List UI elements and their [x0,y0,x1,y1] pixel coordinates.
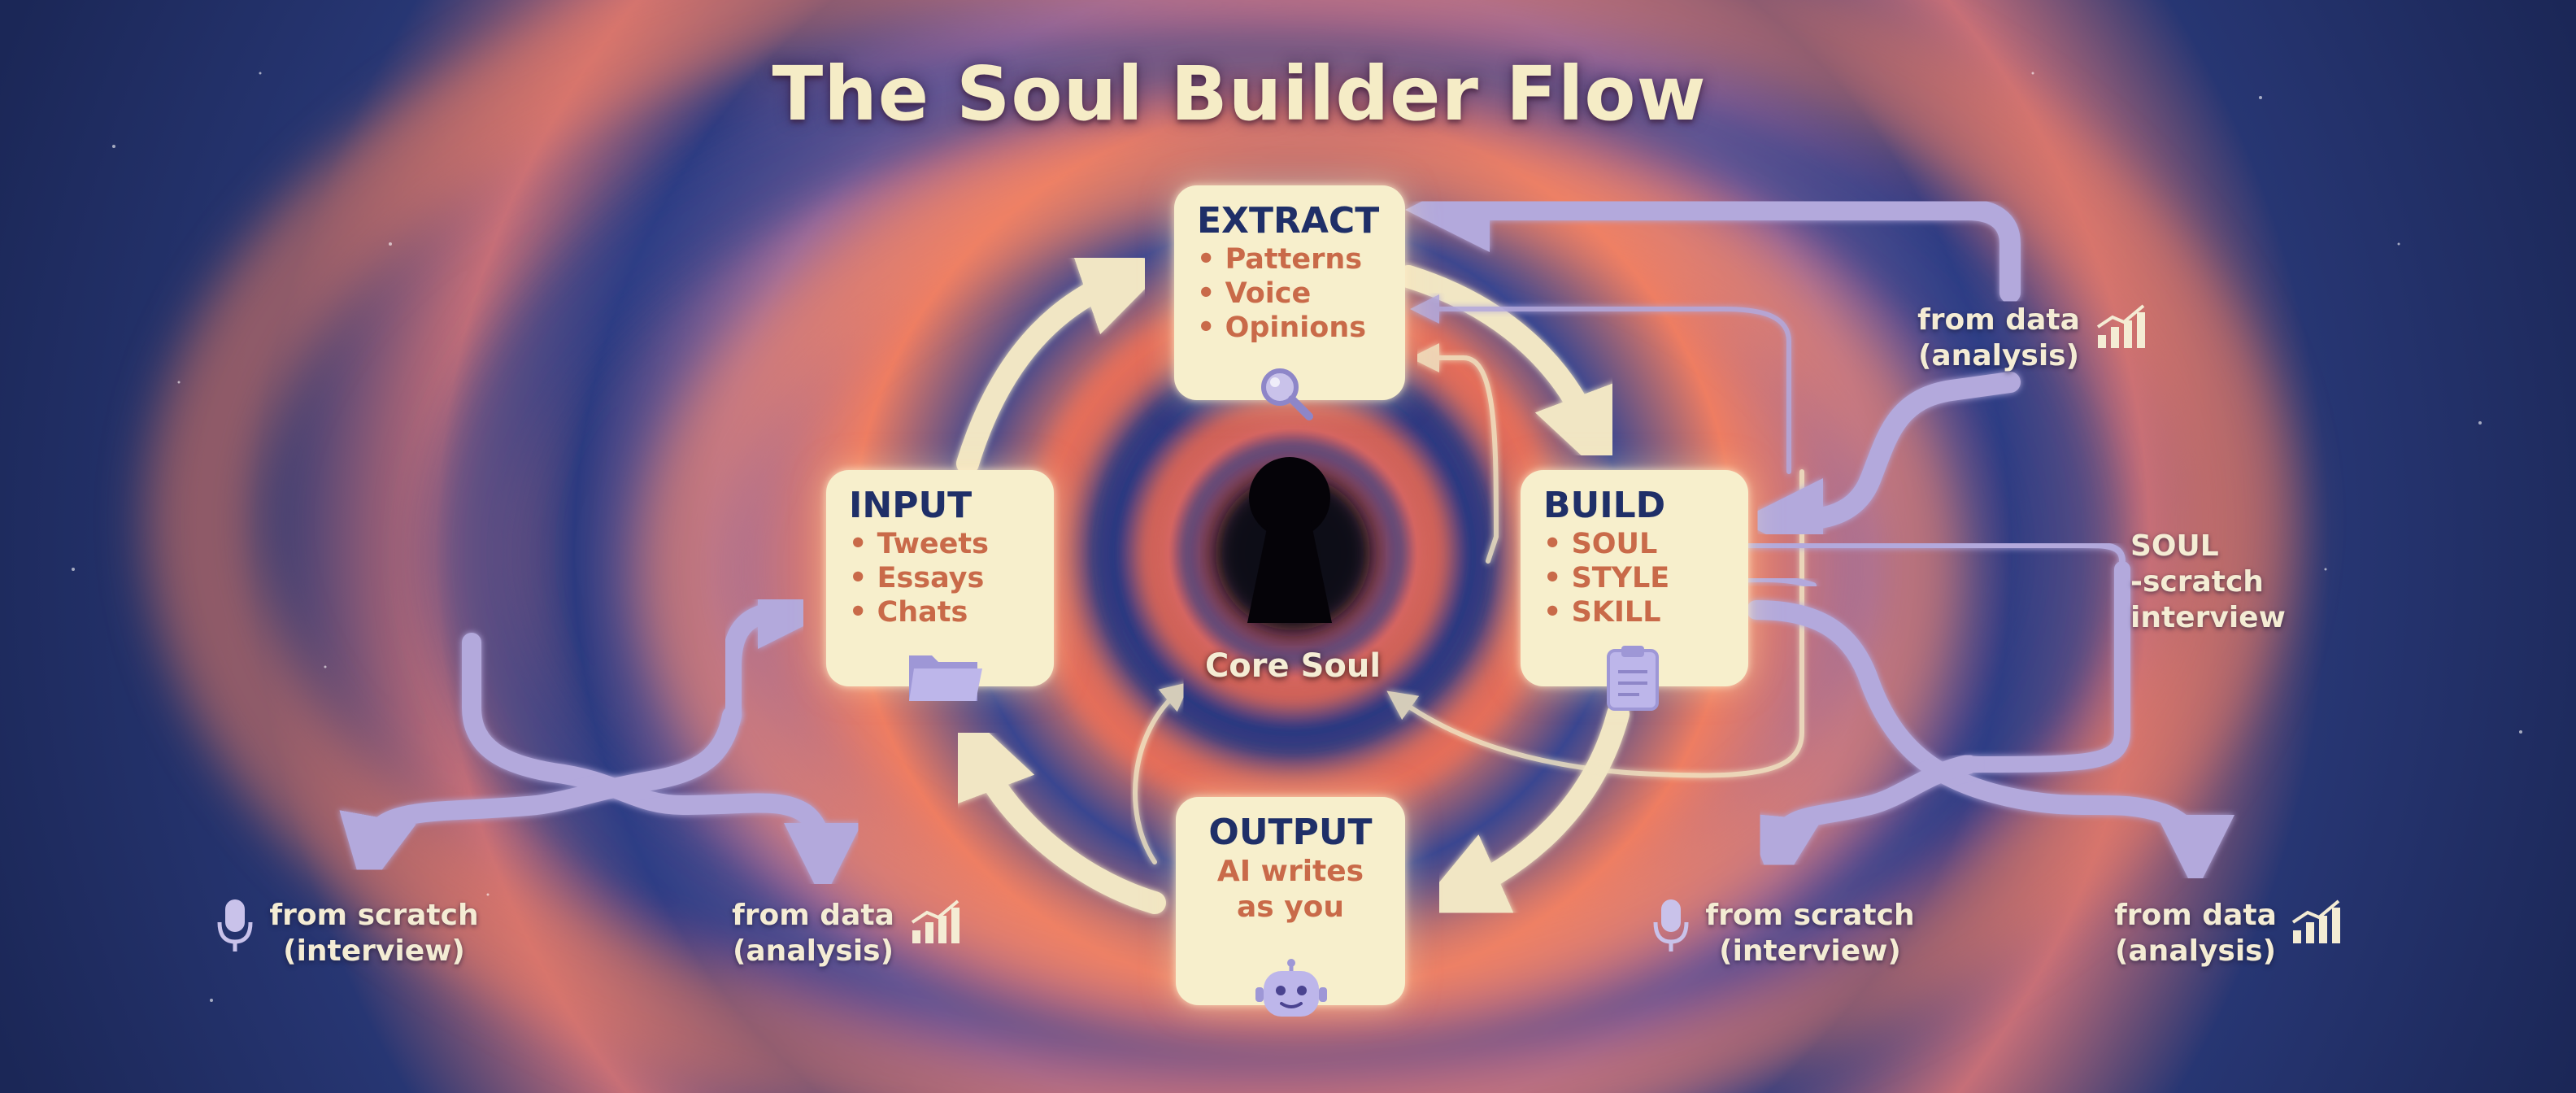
arrow-output-to-core [1133,681,1190,864]
label-line: from scratch [1705,899,1915,932]
label-line: (analysis) [732,934,894,968]
bar-chart-icon [2096,304,2145,348]
build-item: SOUL [1543,527,1730,561]
output-title: OUTPUT [1208,812,1373,853]
right-soul-label: SOUL -scratch interview [2113,529,2576,636]
output-text: AI writes [1216,855,1364,888]
extract-item: Opinions [1197,311,1387,345]
left-data-label: from data (analysis) [724,898,903,969]
extract-title: EXTRACT [1197,200,1380,242]
clipboard-icon [1607,646,1659,711]
right-scratch-label: from scratch (interview) [1704,898,1916,969]
label-line: from data [1917,303,2080,337]
output-text: as you [1236,891,1345,924]
input-title: INPUT [849,485,973,526]
folder-icon [909,655,982,701]
arrow-left-to-scratch [339,706,742,895]
label-line: -scratch [2130,565,2264,599]
bar-chart-icon [911,899,959,943]
label-line: (analysis) [2114,934,2277,968]
right-data-label: from data (analysis) [2106,898,2285,969]
core-soul-label: Core Soul [1204,647,1382,685]
extract-node: EXTRACT Patterns Voice Opinions [1174,185,1405,420]
arrow-output-to-input [949,705,1166,914]
arrow-to-right-scratch [1743,755,1978,895]
label-line: from scratch [269,899,479,932]
label-line: from data [732,899,894,932]
arrow-data-to-build [1738,372,2021,563]
arrow-build-to-extract [1410,343,1499,564]
microphone-icon [1653,899,1689,951]
build-item: SKILL [1543,595,1730,629]
arrow-input-to-extract [956,248,1172,475]
page-title: The Soul Builder Flow [772,50,1707,137]
extract-item: Patterns [1197,242,1387,277]
build-title: BUILD [1543,485,1666,526]
extract-item: Voice [1197,277,1387,311]
label-line: interview [2130,601,2286,634]
label-line: from data [2114,899,2277,932]
microphone-icon [217,899,253,951]
arrow-build-to-right-data [1747,600,2234,893]
build-item: STYLE [1543,561,1730,595]
label-line: (interview) [283,934,465,968]
top-right-data-label: from data (analysis) [1909,303,2088,374]
build-node: BUILD SOUL STYLE SKILL [1521,470,1748,711]
arrow-build-to-core [1386,469,1804,778]
left-scratch-label: from scratch (interview) [268,898,480,969]
magnifier-icon [1261,368,1313,420]
bar-chart-icon [2291,899,2340,943]
input-node: INPUT Tweets Essays Chats [826,470,1054,701]
label-line: SOUL [2130,529,2219,563]
robot-icon [1255,959,1327,1017]
input-item: Essays [849,561,1036,595]
arrow-build-to-output [1413,703,1630,918]
output-node: OUTPUT AI writes as you [1176,797,1405,1017]
input-item: Chats [849,595,1036,629]
arrow-data-to-extract [1405,168,2021,303]
arrow-to-input [722,571,836,725]
arrow-build-back-extract [1410,294,1791,474]
label-line: (analysis) [1917,339,2080,372]
input-item: Tweets [849,527,1036,561]
arrow-soul-to-build [1688,525,2126,564]
arrow-extract-to-build [1397,265,1621,482]
label-line: (interview) [1719,934,1901,968]
keyhole-icon [1247,457,1332,623]
line-soul-down [1960,561,2130,773]
arrow-left-to-data [462,633,862,901]
